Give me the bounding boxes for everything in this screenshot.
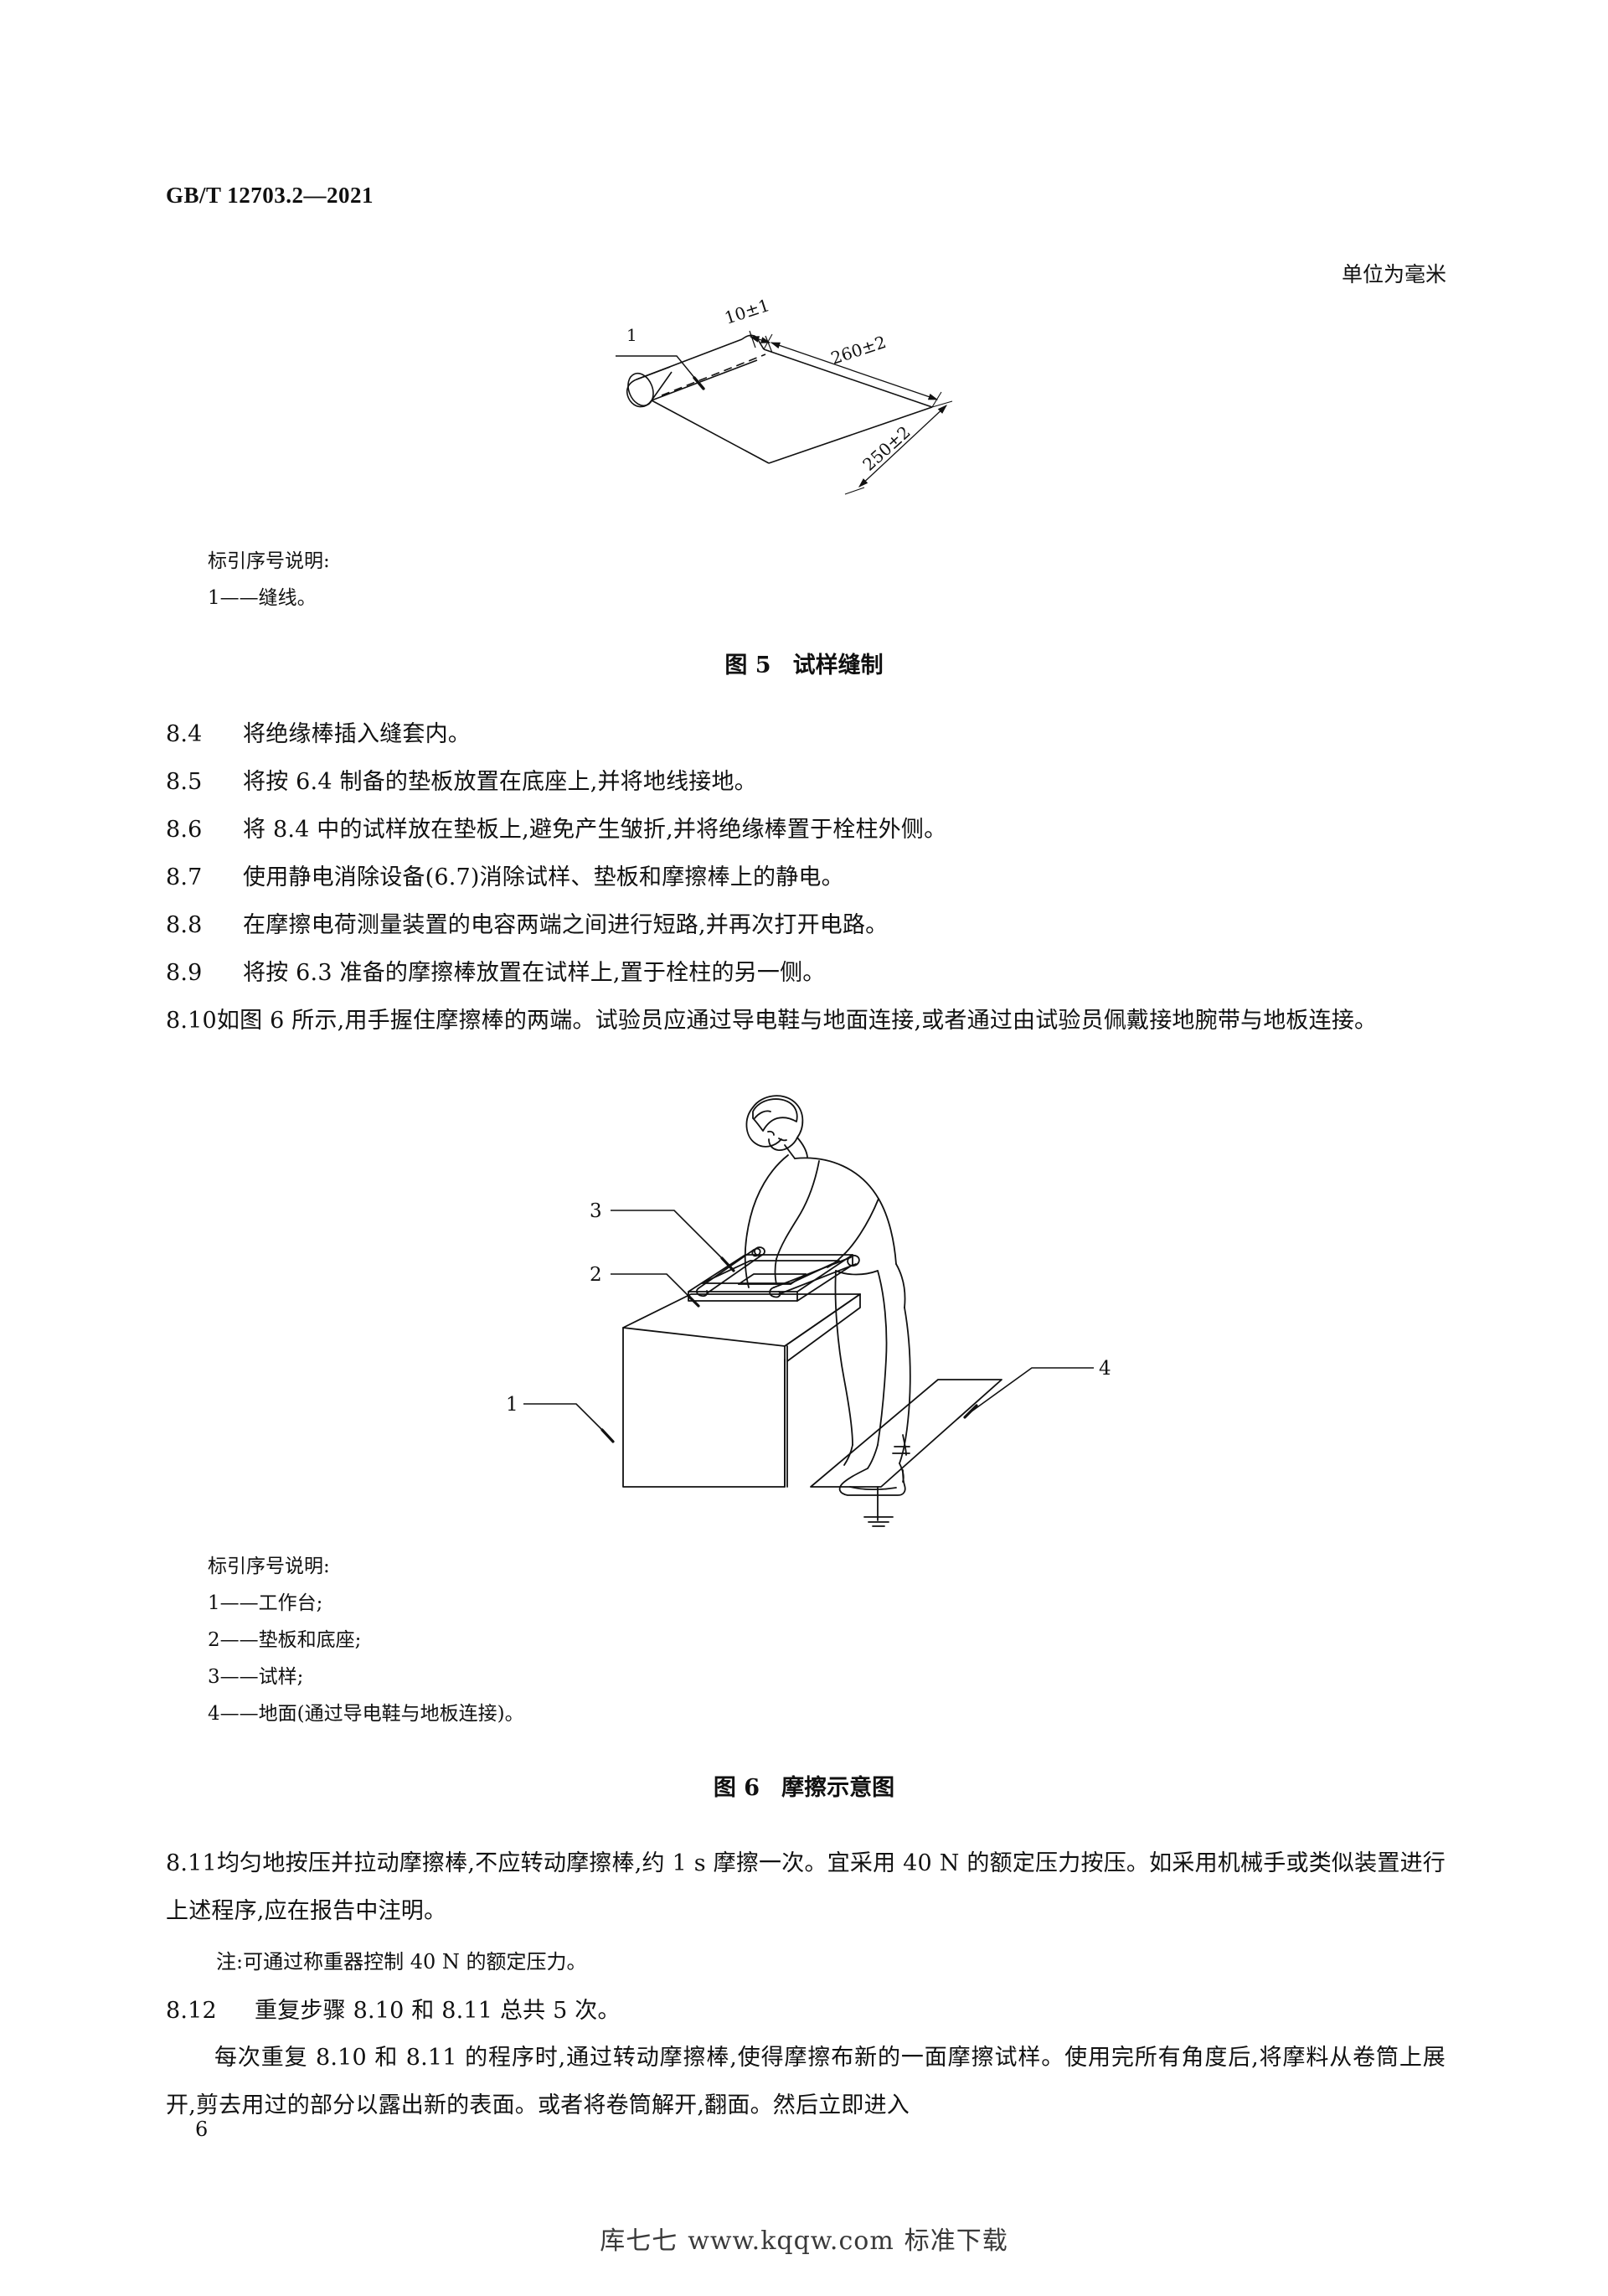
clause-8-7: 8.7 使用静电消除设备(6.7)消除试样、垫板和摩擦棒上的静电。 <box>166 854 844 901</box>
clause-number: 8.9 <box>166 960 203 986</box>
clause-8-12: 8.12 重复步骤 8.10 和 8.11 总共 5 次。 <box>166 1987 621 2035</box>
figure-6-drawing: 3 2 1 4 <box>502 1051 1122 1529</box>
clause-8-9: 8.9 将按 6.3 准备的摩擦棒放置在试样上,置于栓柱的另一侧。 <box>166 949 826 997</box>
legend-item: 3——试样; <box>208 1666 304 1688</box>
watermark-site-prefix: 库七七 <box>600 2226 678 2256</box>
clause-text: 将按 6.3 准备的摩擦棒放置在试样上,置于栓柱的另一侧。 <box>243 960 826 986</box>
clause-text: 将绝缘棒插入缝套内。 <box>243 721 471 747</box>
clause-8-4: 8.4 将绝缘棒插入缝套内。 <box>166 710 471 758</box>
standard-number-header: GB/T 12703.2—2021 <box>166 183 374 208</box>
clause-8-11: 8.11均匀地按压并拉动摩擦棒,不应转动摩擦棒,约 1 s 摩擦一次。宜采用 4… <box>166 1839 1446 1935</box>
clause-8-6: 8.6 将 8.4 中的试样放在垫板上,避免产生皱折,并将绝缘棒置于栓柱外侧。 <box>166 806 946 854</box>
clause-number: 8.7 <box>166 864 203 890</box>
clause-number: 8.11 <box>166 1850 217 1876</box>
figure6-callout-2: 2 <box>590 1264 602 1286</box>
clause-text: 如图 6 所示,用手握住摩擦棒的两端。试验员应通过导电鞋与地面连接,或者通过由试… <box>216 1008 1378 1034</box>
figure6-callout-4: 4 <box>1099 1358 1111 1380</box>
note-8-11: 注:可通过称重器控制 40 N 的额定压力。 <box>216 1950 587 1974</box>
watermark-site-suffix: 标准下载 <box>904 2226 1008 2256</box>
legend-item: 1——工作台; <box>208 1592 323 1614</box>
clause-text: 使用静电消除设备(6.7)消除试样、垫板和摩擦棒上的静电。 <box>243 864 844 890</box>
figure-6-legend: 标引序号说明: 1——工作台; 2——垫板和底座; 3——试样; 4——地面(通… <box>208 1548 524 1732</box>
clause-text: 将 8.4 中的试样放在垫板上,避免产生皱折,并将绝缘棒置于栓柱外侧。 <box>243 817 947 843</box>
figure-5-drawing: 1 10±1 260±2 250±2 <box>578 289 1030 532</box>
figure-5-legend: 标引序号说明: 1——缝线。 <box>208 543 330 617</box>
figure-5-caption-text: 试样缝制 <box>792 653 884 678</box>
figure6-callout-3: 3 <box>590 1200 602 1222</box>
legend-item: 4——地面(通过导电鞋与地板连接)。 <box>208 1703 524 1725</box>
page-number: 6 <box>195 2118 209 2141</box>
unit-note: 单位为毫米 <box>1341 262 1446 286</box>
clause-8-8: 8.8 在摩擦电荷测量装置的电容两端之间进行短路,并再次打开电路。 <box>166 901 888 949</box>
clause-number: 8.5 <box>166 769 203 795</box>
figure6-callout-1: 1 <box>506 1394 518 1416</box>
figure5-dim-length: 260±2 <box>828 332 889 369</box>
figure-6-caption-label: 图 6 <box>713 1775 760 1801</box>
figure-6-caption-text: 摩擦示意图 <box>781 1775 895 1801</box>
figure5-callout-1: 1 <box>626 325 637 345</box>
figure-5-caption: 图 5 试样缝制 <box>0 647 1608 679</box>
legend-title: 标引序号说明: <box>208 550 330 572</box>
figure-5-caption-label: 图 5 <box>724 653 771 678</box>
legend-item: 2——垫板和底座; <box>208 1629 362 1651</box>
clause-number: 8.8 <box>166 912 203 938</box>
closing-paragraph: 每次重复 8.10 和 8.11 的程序时,通过转动摩擦棒,使得摩擦布新的一面摩… <box>166 2045 1446 2118</box>
clause-number: 8.4 <box>166 721 203 747</box>
clause-text: 均匀地按压并拉动摩擦棒,不应转动摩擦棒,约 1 s 摩擦一次。宜采用 40 N … <box>166 1850 1446 1924</box>
clause-number: 8.10 <box>166 1008 217 1034</box>
figure5-dim-width: 10±1 <box>722 295 772 328</box>
clause-text: 重复步骤 8.10 和 8.11 总共 5 次。 <box>255 1998 621 2024</box>
clause-number: 8.12 <box>166 1998 217 2024</box>
clause-8-5: 8.5 将按 6.4 制备的垫板放置在底座上,并将地线接地。 <box>166 758 757 806</box>
watermark-site-url: www.kqqw.com <box>688 2226 894 2256</box>
legend-title: 标引序号说明: <box>208 1556 330 1577</box>
clause-number: 8.6 <box>166 817 203 843</box>
footer-watermark: 库七七 www.kqqw.com 标准下载 <box>0 2220 1608 2257</box>
figure-6-caption: 图 6 摩擦示意图 <box>0 1769 1608 1802</box>
clause-8-10: 8.10如图 6 所示,用手握住摩擦棒的两端。试验员应通过导电鞋与地面连接,或者… <box>166 997 1446 1045</box>
legend-item: 1——缝线。 <box>208 587 317 609</box>
clause-text: 将按 6.4 制备的垫板放置在底座上,并将地线接地。 <box>243 769 757 795</box>
clause-text: 在摩擦电荷测量装置的电容两端之间进行短路,并再次打开电路。 <box>243 912 889 938</box>
